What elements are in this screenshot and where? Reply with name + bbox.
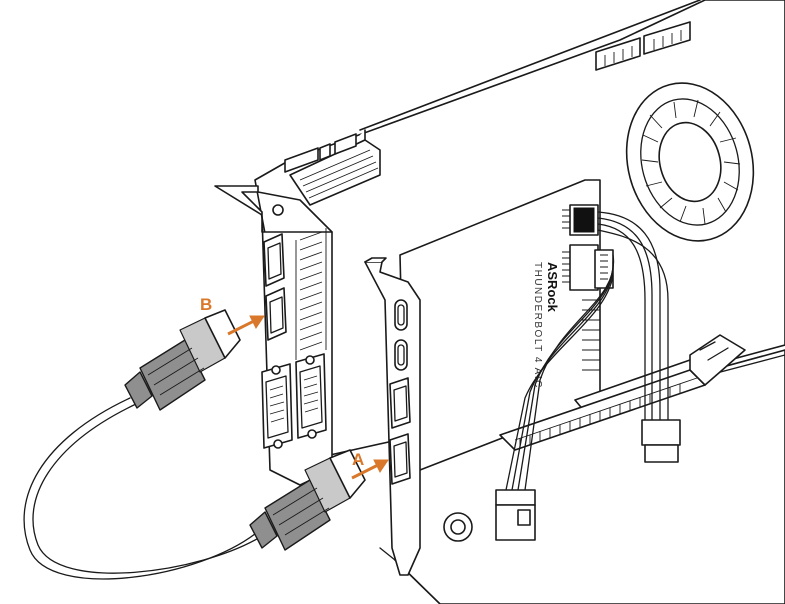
usb-c-port-upper bbox=[394, 299, 408, 331]
gpu-bracket bbox=[214, 185, 333, 486]
gpu-dp-port-b bbox=[265, 287, 287, 341]
callout-a: A bbox=[351, 450, 389, 480]
vent-slots bbox=[284, 133, 381, 206]
dp-plug-b bbox=[124, 309, 241, 411]
thunderbolt-aic-card: ASRock THUNDERBOLT 4 AIC bbox=[364, 179, 746, 576]
brand-label: ASRock bbox=[545, 262, 560, 313]
displayport-cable bbox=[23, 309, 366, 580]
header-cables bbox=[495, 211, 681, 541]
cooling-fan bbox=[625, 82, 755, 242]
dvi-port-right bbox=[295, 353, 327, 439]
callout-b: B bbox=[200, 295, 265, 336]
aic-bracket bbox=[364, 257, 421, 576]
product-label: THUNDERBOLT 4 AIC bbox=[532, 262, 543, 389]
dp-plug-a bbox=[249, 449, 366, 551]
gpu-dp-port-upper bbox=[263, 233, 285, 287]
pcie-slot bbox=[499, 334, 746, 451]
usb-c-port-lower bbox=[394, 339, 408, 371]
dvi-port-left bbox=[261, 363, 293, 449]
arrow-b bbox=[227, 318, 257, 336]
bracket-vents bbox=[295, 228, 327, 360]
aic-dp-port-a bbox=[389, 433, 411, 485]
header-pins bbox=[562, 204, 614, 371]
arrow-head-a bbox=[373, 459, 389, 473]
arrow-a bbox=[351, 462, 381, 480]
callout-label-a: A bbox=[352, 450, 364, 469]
arrow-head-b bbox=[249, 315, 265, 329]
callout-label-b: B bbox=[200, 295, 212, 314]
aic-dp-port-upper bbox=[389, 377, 411, 429]
power-connectors bbox=[595, 21, 691, 71]
